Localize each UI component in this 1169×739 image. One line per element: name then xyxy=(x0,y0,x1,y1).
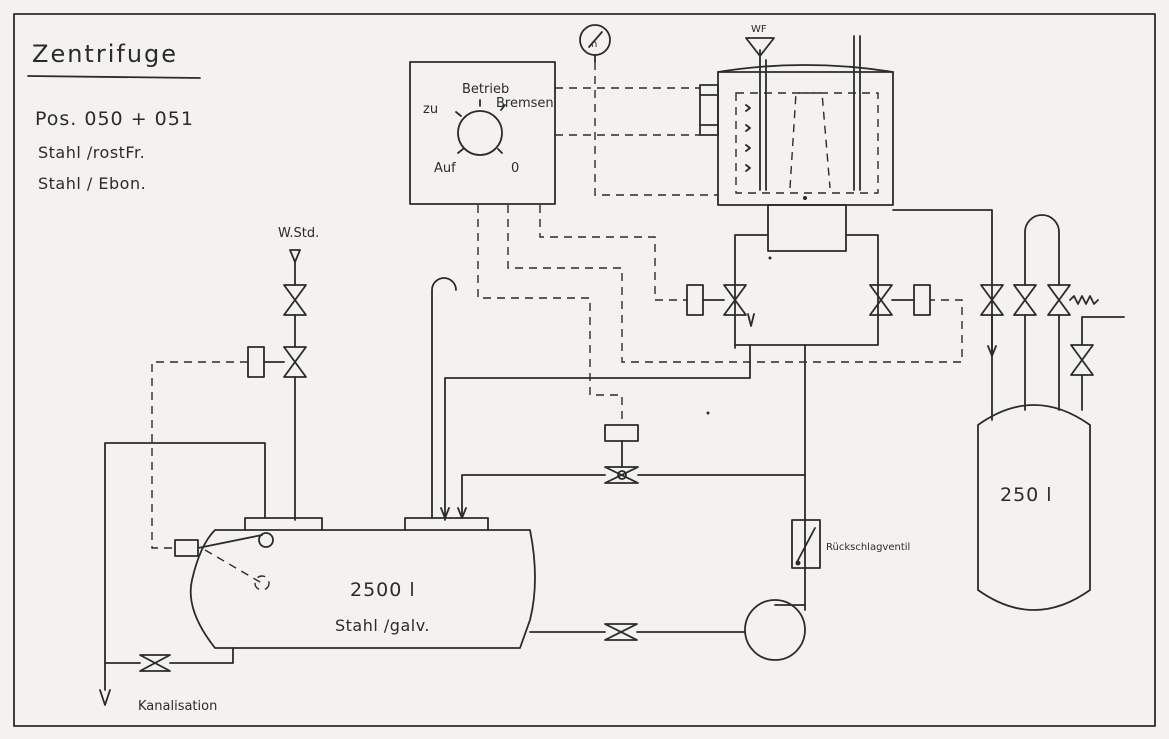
small-tank: 250 l xyxy=(977,404,1091,611)
title-underline xyxy=(27,75,201,79)
small-tank-volume: 250 l xyxy=(1000,484,1053,506)
pump xyxy=(744,599,806,661)
selector-knob xyxy=(457,110,503,156)
valve-right xyxy=(869,284,931,316)
check-valve: Rückschlagventil xyxy=(791,519,910,569)
label-betrieb: Betrieb xyxy=(462,82,509,97)
control-line-3 xyxy=(594,62,718,196)
drawing-border xyxy=(13,13,1156,727)
material-label-2: Stahl / Ebon. xyxy=(38,174,146,193)
title: Zentrifuge xyxy=(32,40,178,68)
material-label-1: Stahl /rostFr. xyxy=(38,143,145,162)
position-label: Pos. 050 + 051 xyxy=(35,108,194,130)
label-auf: Auf xyxy=(434,161,456,176)
motor-valve xyxy=(604,424,639,484)
valve-group-right xyxy=(980,214,1125,421)
drain-label: Kanalisation xyxy=(138,699,217,714)
drain-valve xyxy=(139,654,171,672)
main-tank: 2500 l Stahl /galv. xyxy=(174,517,536,649)
centrifuge: WF xyxy=(699,24,894,252)
valve-left xyxy=(686,284,747,316)
gauge-label: n xyxy=(591,39,597,50)
main-tank-volume: 2500 l xyxy=(350,579,416,601)
check-valve-label: Rückschlagventil xyxy=(826,542,910,553)
speed-gauge: n xyxy=(579,24,611,63)
pump-outlet-valve xyxy=(604,623,638,641)
main-tank-material: Stahl /galv. xyxy=(335,616,430,635)
float-valve xyxy=(174,539,199,557)
label-zu: zu xyxy=(423,102,438,117)
label-zero: 0 xyxy=(511,161,519,176)
control-box: Betrieb Bremsen zu Auf 0 xyxy=(409,61,556,205)
label-bremsen: Bremsen xyxy=(496,96,554,111)
water-supply: W.Std. xyxy=(151,226,319,549)
centrifuge-base xyxy=(767,204,847,252)
feed-symbol xyxy=(745,37,775,57)
valve-feed-small-tank xyxy=(1070,344,1094,376)
feed-label: WF xyxy=(751,24,767,35)
water-supply-label: W.Std. xyxy=(278,226,319,241)
